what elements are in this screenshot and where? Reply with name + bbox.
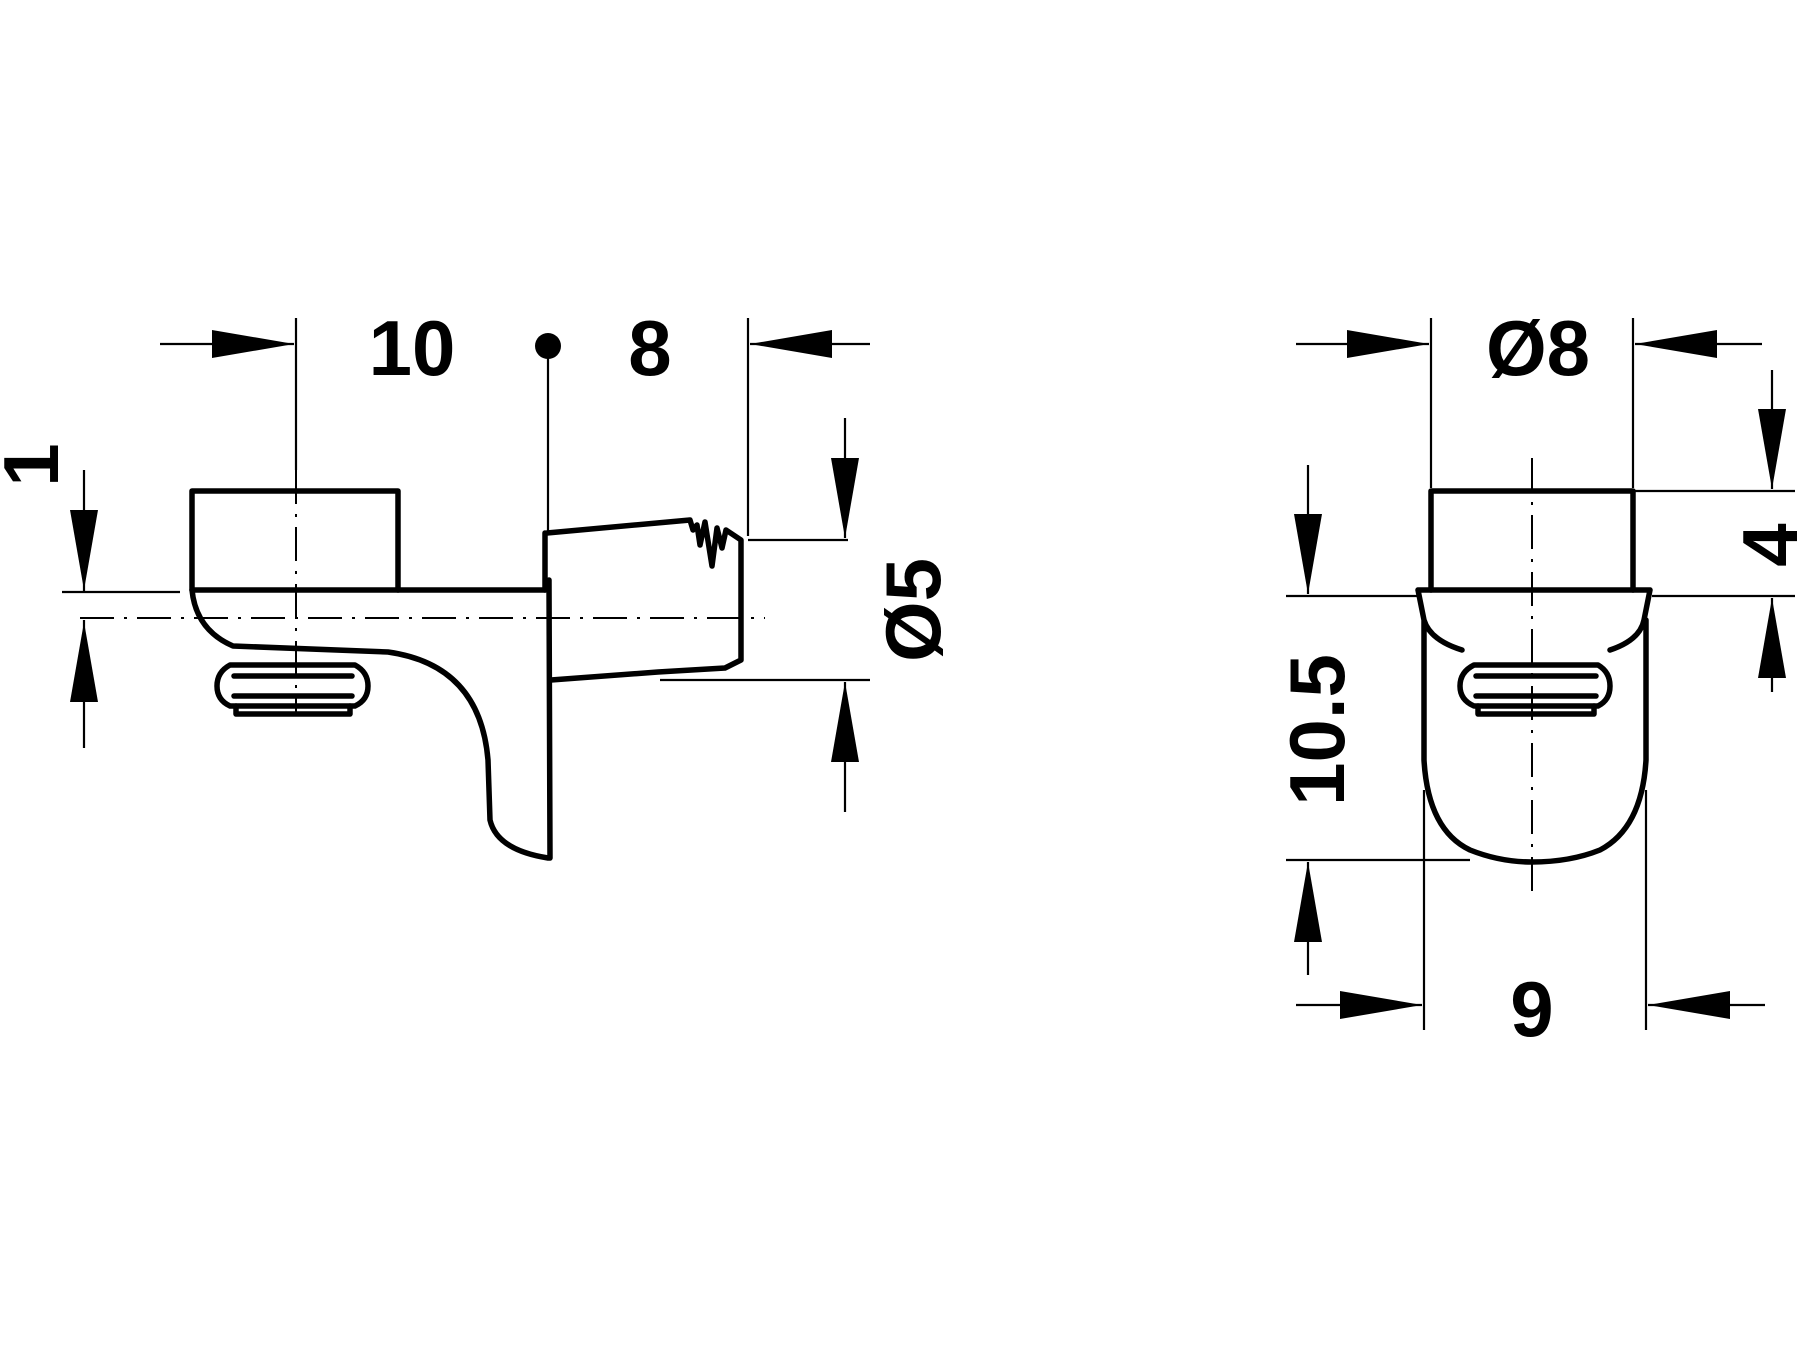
dim-width: 9 xyxy=(1296,965,1765,1053)
head-block xyxy=(189,488,401,593)
axis-reference-dot xyxy=(535,333,561,359)
side-view-part-outline xyxy=(189,488,744,861)
dim-total-height-label: 10.5 xyxy=(1273,654,1361,806)
dim-width-label: 9 xyxy=(1510,965,1553,1053)
dim-1: 1 xyxy=(0,443,98,748)
dim-10-label: 10 xyxy=(369,304,456,392)
dim-pin-diameter-label: Ø5 xyxy=(869,558,957,662)
front-head xyxy=(1428,488,1636,593)
barbed-pin xyxy=(544,517,744,683)
support-body xyxy=(189,577,553,861)
front-grooved-ring xyxy=(1457,662,1613,717)
dim-8: 8 xyxy=(628,304,870,392)
dim-head-diameter-label: Ø8 xyxy=(1486,304,1590,392)
dim-head-height-label: 4 xyxy=(1726,523,1800,566)
dim-head-height: 4 xyxy=(1726,370,1800,692)
dim-1-label: 1 xyxy=(0,443,75,486)
dim-pin-diameter: Ø5 xyxy=(831,418,957,812)
front-view-part-outline xyxy=(1415,488,1653,865)
side-view: 10 8 1 Ø5 xyxy=(0,304,957,861)
dim-10: 10 xyxy=(160,304,455,392)
dim-head-diameter: Ø8 xyxy=(1296,304,1762,392)
front-body xyxy=(1415,587,1653,865)
grooved-ring xyxy=(214,662,371,717)
front-view: Ø8 4 10.5 9 xyxy=(1273,304,1800,1053)
dim-total-height: 10.5 xyxy=(1273,465,1361,975)
front-extension-lines xyxy=(1286,318,1795,1030)
side-extension-lines xyxy=(62,318,870,682)
dim-8-label: 8 xyxy=(628,304,671,392)
